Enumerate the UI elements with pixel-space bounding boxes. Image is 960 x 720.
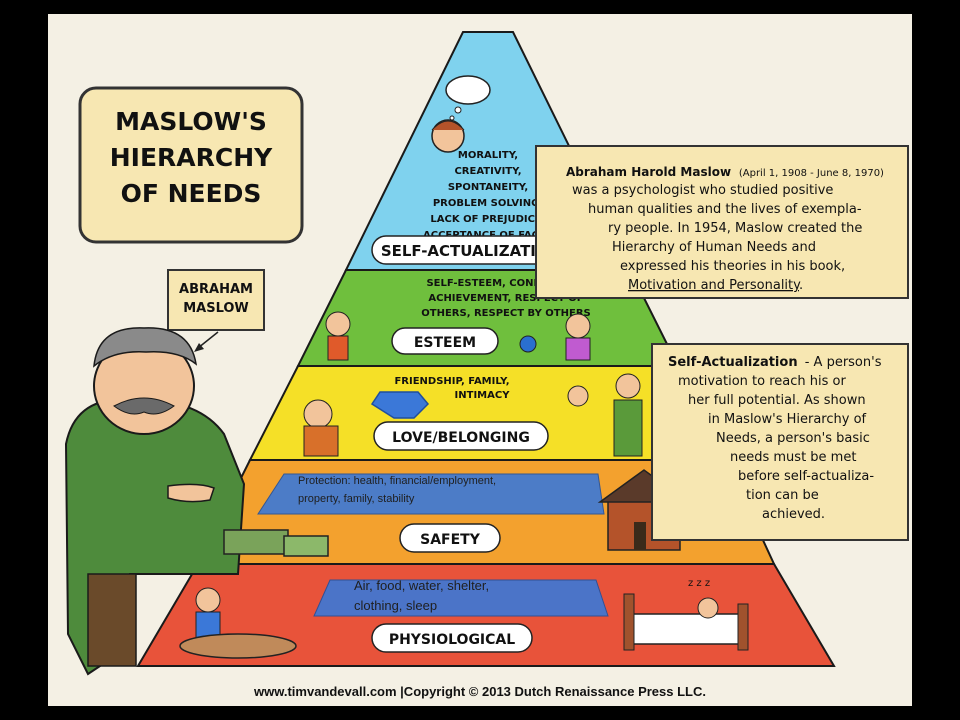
heart-icon [370,391,430,419]
physiological-overlay: Air, food, water, shelter, clothing, sle… [313,578,609,617]
sa-line-2: motivation to reach his or [678,374,846,389]
svg-text:OTHERS, RESPECT BY OTHERS: OTHERS, RESPECT BY OTHERS [421,308,590,319]
label-safety: SAFETY [399,523,501,553]
safety-overlay: Protection: health, financial/employment… [257,473,605,515]
title-line2: HIERARCHY [110,143,273,172]
safety-overlay-line1: Protection: health, financial/employment… [298,475,496,487]
bio-line-2: human qualities and the lives of exempla… [588,202,862,217]
svg-text:Motivation and Personality.: Motivation and Personality. [628,278,803,293]
sa-term: Self-Actualization [668,355,798,370]
svg-text:SAFETY: SAFETY [420,532,481,548]
maslow-label-line1: ABRAHAM [179,282,253,297]
bio-line-1: was a psychologist who studied positive [572,183,833,198]
svg-text:PROBLEM SOLVING,: PROBLEM SOLVING, [433,198,543,209]
bio-name: Abraham Harold Maslow [566,165,731,179]
svg-text:ACHIEVEMENT, RESPECT OF: ACHIEVEMENT, RESPECT OF [428,293,583,304]
svg-text:SPONTANEITY,: SPONTANEITY, [448,182,528,193]
svg-text:SELF-ACTUALIZATION: SELF-ACTUALIZATION [381,242,561,260]
sa-line-7: before self-actualiza- [738,469,874,484]
bio-line-4: Hierarchy of Human Needs and [612,240,816,255]
sa-line-3: her full potential. As shown [688,393,866,408]
maslow-label-line2: MASLOW [183,301,249,316]
copyright-footer: www.timvandevall.com |Copyright © 2013 D… [254,684,706,699]
safety-overlay-line2: property, family, stability [298,493,415,505]
sa-line-4: in Maslow's Hierarchy of [708,412,867,427]
sa-line-8: tion can be [746,488,819,503]
slide-frame: MASLOW'S HIERARCHY OF NEEDS ABRAHAM MASL… [48,14,912,706]
love-illustration [303,373,643,457]
bio-book-suffix: . [799,278,803,293]
title-line1: MASLOW'S [115,107,267,136]
bio-line-3: ry people. In 1954, Maslow created the [608,221,862,236]
thought-bubble-icon [431,75,491,153]
svg-text:PHYSIOLOGICAL: PHYSIOLOGICAL [389,632,515,648]
svg-text:Self-Actualization - A p: Self-Actualization - A person's [668,355,882,370]
sa-line-9: achieved. [762,507,825,522]
sa-line-1: - A person's [805,355,882,370]
sa-line-5: Needs, a person's basic [716,431,870,446]
bio-book-title: Motivation and Personality [628,278,801,293]
svg-text:FRIENDSHIP, FAMILY,: FRIENDSHIP, FAMILY, [394,376,509,387]
svg-text:Abraham Harold Maslow (A: Abraham Harold Maslow (April 1, 1908 - J… [566,165,884,179]
physio-overlay-line1: Air, food, water, shelter, [354,578,489,593]
title-line3: OF NEEDS [121,179,262,208]
physio-overlay-line2: clothing, sleep [354,598,437,613]
sa-line-6: needs must be met [730,450,856,465]
label-love: LOVE/BELONGING [373,421,549,451]
bio-dates: (April 1, 1908 - June 8, 1970) [739,168,884,179]
esteem-kids-illustration [325,311,591,361]
bio-box: Abraham Harold Maslow (April 1, 1908 - J… [535,145,909,299]
label-physiological: PHYSIOLOGICAL [371,623,533,653]
label-esteem: ESTEEM [391,327,499,355]
svg-text:SELF-ESTEEM, CONFIDENCE,: SELF-ESTEEM, CONFIDENCE, [426,278,585,289]
sleeping-bed-illustration: z z z [623,578,749,651]
esteem-text: SELF-ESTEEM, CONFIDENCE, ACHIEVEMENT, RE… [421,278,590,319]
svg-text:MORALITY,: MORALITY, [458,150,518,161]
maslow-diagram: MASLOW'S HIERARCHY OF NEEDS ABRAHAM MASL… [64,31,909,676]
svg-text:CREATIVITY,: CREATIVITY, [454,166,521,177]
love-text: FRIENDSHIP, FAMILY, INTIMACY [394,376,510,401]
eating-boy-illustration [179,587,297,659]
svg-text:LOVE/BELONGING: LOVE/BELONGING [392,430,530,446]
maslow-label: ABRAHAM MASLOW [167,269,265,352]
sa-definition-box: Self-Actualization - A person's motivati… [651,343,909,541]
svg-text:ESTEEM: ESTEEM [414,335,476,351]
title-box: MASLOW'S HIERARCHY OF NEEDS [78,86,304,244]
svg-text:z z z: z z z [688,578,710,589]
svg-text:INTIMACY: INTIMACY [455,390,511,401]
bio-line-5: expressed his theories in his book, [620,259,845,274]
svg-text:LACK OF PREJUDICE,: LACK OF PREJUDICE, [430,214,545,225]
money-icon [223,529,329,557]
maslow-illustration [64,327,246,676]
